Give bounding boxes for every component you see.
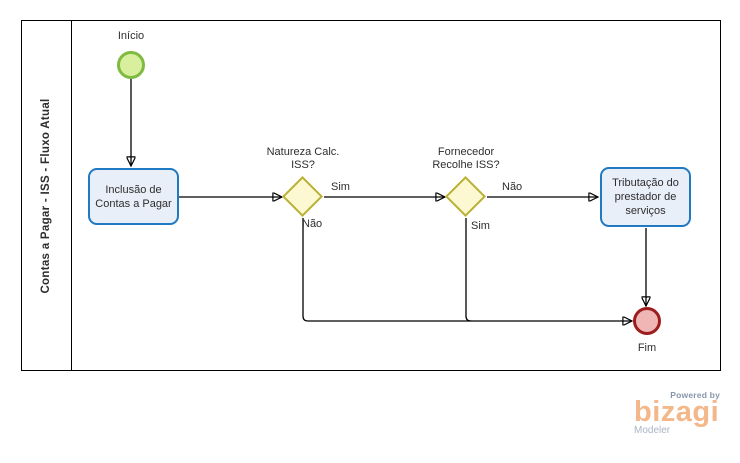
- powered-by-label: Powered by: [670, 390, 720, 400]
- bizagi-watermark: Powered by bizagi Modeler: [634, 390, 720, 436]
- pool-header-band: [22, 21, 72, 370]
- edge-label-fornecedor-nao: Não: [502, 181, 523, 193]
- flow-fornecedor-sim-to-fim: [465, 218, 472, 322]
- start-event-label: Início: [117, 30, 145, 42]
- flow-natureza-nao-to-fim: [302, 218, 632, 321]
- gateway-natureza-label: Natureza Calc. ISS?: [266, 146, 340, 171]
- task-inclusao-label: Inclusão de Contas a Pagar: [95, 183, 172, 210]
- gateway-fornecedor-label: Fornecedor Recolhe ISS?: [432, 146, 500, 171]
- edge-label-fornecedor-sim: Sim: [471, 220, 490, 232]
- task-tributacao-label: Tributação do prestador de serviços: [612, 177, 679, 217]
- end-event-label: Fim: [637, 342, 657, 354]
- task-inclusao-contas-a-pagar: Inclusão de Contas a Pagar: [88, 168, 179, 225]
- start-event: [117, 51, 145, 79]
- edge-label-natureza-sim: Sim: [331, 181, 350, 193]
- edge-label-natureza-nao: Não: [302, 218, 323, 230]
- end-event: [633, 307, 661, 335]
- task-tributacao-prestador: Tributação do prestador de serviços: [600, 167, 691, 227]
- bizagi-logo: bizagi: [634, 396, 720, 428]
- modeler-label: Modeler: [634, 425, 671, 436]
